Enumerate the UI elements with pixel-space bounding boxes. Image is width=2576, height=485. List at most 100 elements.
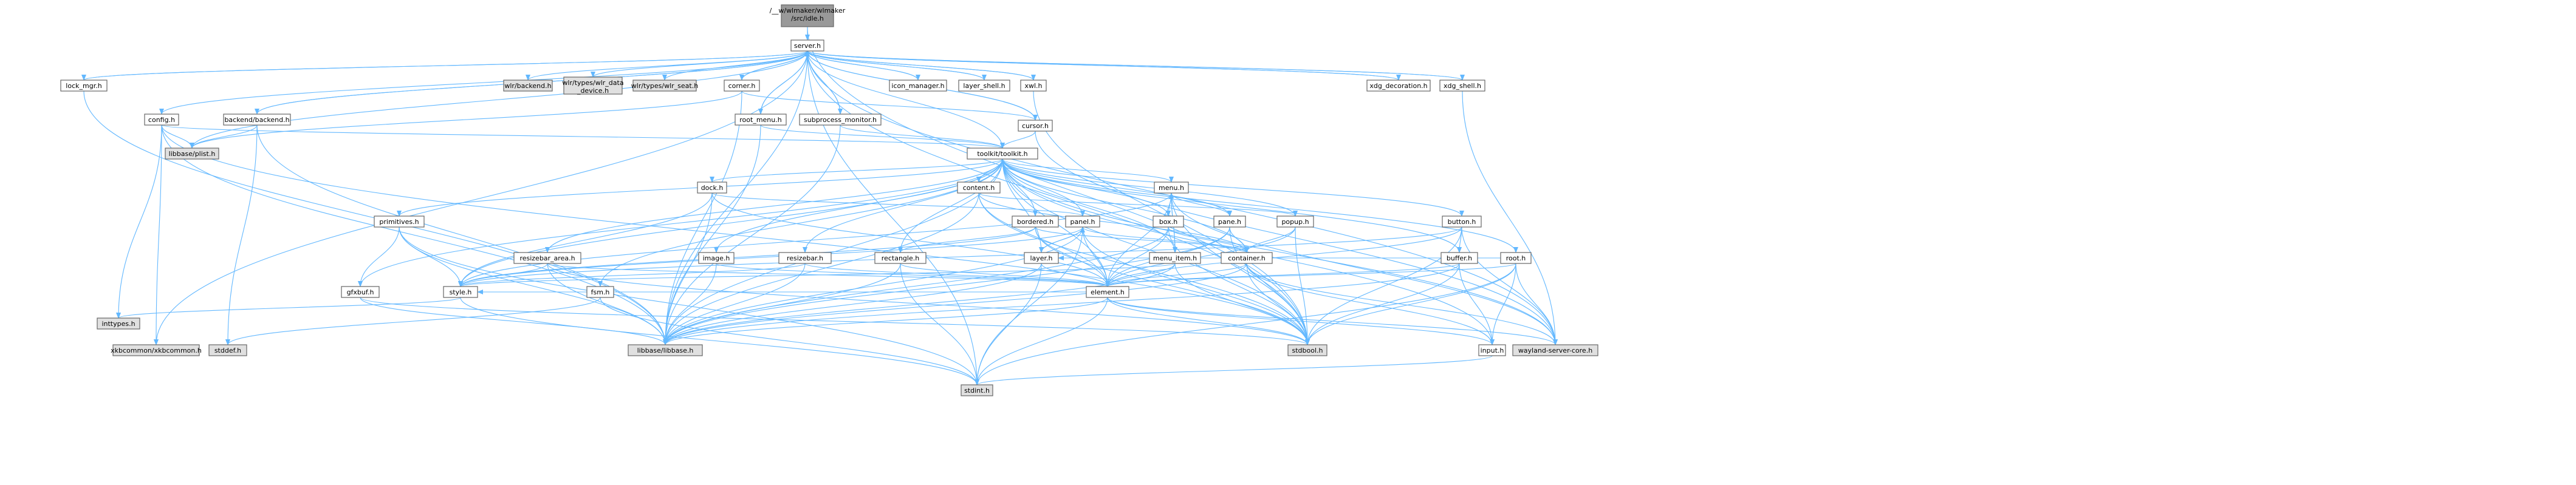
edge-corner-to-libbase_plist (190, 90, 742, 149)
node-box (799, 114, 882, 126)
node-xdg-shell[interactable]: xdg_shell.h (1439, 80, 1485, 92)
node-layer-shell[interactable]: layer_shell.h (958, 80, 1010, 92)
node-stdint[interactable]: stdint.h (961, 384, 993, 396)
edge-popup-to-element (1105, 226, 1296, 287)
node-menu[interactable]: menu.h (1154, 181, 1189, 194)
node-popup[interactable]: popup.h (1276, 215, 1314, 228)
node-button[interactable]: button.h (1442, 215, 1482, 228)
node-box (778, 252, 832, 264)
node-label: subprocess_monitor.h (804, 116, 877, 124)
node-wlr-backend[interactable]: wlr/backend.h (503, 80, 553, 92)
edge-menu_item-to-element (1105, 263, 1176, 287)
node-wlr-seat[interactable]: wlr/types/wlr_seat.h (631, 80, 698, 92)
node-label: wlr/types/wlr_seat.h (631, 82, 698, 90)
edge-wlmaker-to-stdbool (807, 26, 1310, 345)
edge-toolkit-to-root (1002, 158, 1518, 253)
edge-button-to-style (458, 226, 1462, 287)
edge-button-to-element (1105, 226, 1462, 287)
node-rectangle[interactable]: rectangle.h (874, 252, 927, 264)
node-input[interactable]: input.h (1478, 344, 1506, 356)
edge-dock-to-panel (711, 192, 1085, 217)
node-dock[interactable]: dock.h (697, 181, 727, 194)
node-menu-item[interactable]: menu_item.h (1149, 252, 1201, 264)
edge-content-to-libbase (663, 192, 979, 345)
node-root-menu[interactable]: root_menu.h (735, 114, 787, 126)
edge-style-to-inttypes (116, 297, 461, 319)
node-box (724, 80, 760, 92)
edge-server-to-wlr_seat (662, 50, 808, 81)
node-label: stdbool.h (1292, 347, 1323, 354)
node-bordered[interactable]: bordered.h (1012, 215, 1059, 228)
node-wayland-server-core[interactable]: wayland-server-core.h (1512, 344, 1598, 356)
edge-server-to-libbase_plist (190, 50, 808, 149)
edge-primitives-to-gfxbuf (358, 226, 400, 287)
node-xkbcommon[interactable]: xkbcommon/xkbcommon.h (111, 344, 202, 356)
edge-root_menu-to-toolkit (760, 124, 1005, 149)
node-fsm[interactable]: fsm.h (586, 286, 614, 298)
node-cursor[interactable]: cursor.h (1018, 120, 1053, 132)
node-pane[interactable]: pane.h (1213, 215, 1246, 228)
edge-fsm-to-stdint (600, 297, 979, 385)
node-label: xdg_shell.h (1444, 82, 1481, 90)
edge-toolkit-to-resizebar (803, 158, 1003, 253)
node-container[interactable]: container.h (1221, 252, 1273, 264)
node-stddef[interactable]: stddef.h (208, 344, 247, 356)
node-layer[interactable]: layer.h (1024, 252, 1059, 264)
node-style[interactable]: style.h (443, 286, 478, 298)
node-inttypes[interactable]: inttypes.h (97, 317, 140, 330)
node-buffer[interactable]: buffer.h (1440, 252, 1478, 264)
node-box (628, 344, 703, 356)
node-box (697, 181, 727, 194)
node-content[interactable]: content.h (957, 181, 1001, 194)
node-gfxbuf[interactable]: gfxbuf.h (341, 286, 380, 298)
node-resizebar-area[interactable]: resizebar_area.h (513, 252, 581, 264)
node-lock-mgr[interactable]: lock_mgr.h (60, 80, 108, 92)
node-label: menu_item.h (1153, 254, 1197, 262)
edge-button-to-stdbool (1305, 226, 1462, 345)
node-wlmaker[interactable]: /__w/wlmaker/wlmaker/src/idle.h (770, 4, 846, 27)
edge-resizebar_area-to-style (458, 263, 548, 287)
node-primitives[interactable]: primitives.h (374, 215, 425, 228)
edge-gfxbuf-to-stdbool (360, 297, 1310, 345)
node-label: backend/backend.h (224, 116, 289, 124)
node-xdg-decoration[interactable]: xdg_decoration.h (1366, 80, 1431, 92)
edge-toolkit-to-popup (1002, 158, 1298, 217)
node-element[interactable]: element.h (1086, 286, 1129, 298)
edge-buffer-to-element (1105, 263, 1460, 287)
edge-fsm-to-stddef (225, 297, 601, 345)
node-icon-manager[interactable]: icon_manager.h (889, 80, 947, 92)
node-root[interactable]: root.h (1500, 252, 1532, 264)
node-box[interactable]: box.h (1153, 215, 1184, 228)
edge-gfxbuf-to-libbase (360, 297, 668, 345)
node-resizebar[interactable]: resizebar.h (778, 252, 832, 264)
node-libbase-plist[interactable]: libbase/plist.h (165, 148, 219, 160)
node-backend[interactable]: backend/backend.h (223, 114, 291, 126)
edge-dock-to-libbase (663, 192, 713, 345)
node-xwl[interactable]: xwl.h (1020, 80, 1047, 92)
edge-buffer-to-libbase (663, 263, 1460, 345)
edge-box-to-stdbool (1168, 226, 1310, 345)
node-box (586, 286, 614, 298)
node-box (1512, 344, 1598, 356)
node-toolkit[interactable]: toolkit/toolkit.h (967, 148, 1038, 160)
node-config[interactable]: config.h (144, 114, 179, 126)
node-box (563, 76, 623, 95)
edge-toolkit-to-button (1002, 158, 1464, 217)
node-panel[interactable]: panel.h (1065, 215, 1100, 228)
node-libbase[interactable]: libbase/libbase.h (628, 344, 703, 356)
node-box (1276, 215, 1314, 228)
node-box (1287, 344, 1327, 356)
node-label: style.h (450, 288, 472, 296)
node-subprocess-monitor[interactable]: subprocess_monitor.h (799, 114, 882, 126)
edge-buffer-to-stdbool (1305, 263, 1460, 345)
edge-config-to-libbase_plist (161, 124, 194, 149)
node-box (112, 344, 200, 356)
dependency-edges (81, 26, 1558, 385)
edge-subprocess_monitor-to-toolkit (840, 124, 1005, 149)
node-server[interactable]: server.h (790, 39, 824, 52)
node-corner[interactable]: corner.h (724, 80, 760, 92)
node-stdbool[interactable]: stdbool.h (1287, 344, 1327, 356)
node-label: menu.h (1159, 184, 1184, 192)
node-wlr-data-device[interactable]: wlr/types/wlr_data_device.h (562, 76, 624, 95)
node-image[interactable]: image.h (698, 252, 735, 264)
